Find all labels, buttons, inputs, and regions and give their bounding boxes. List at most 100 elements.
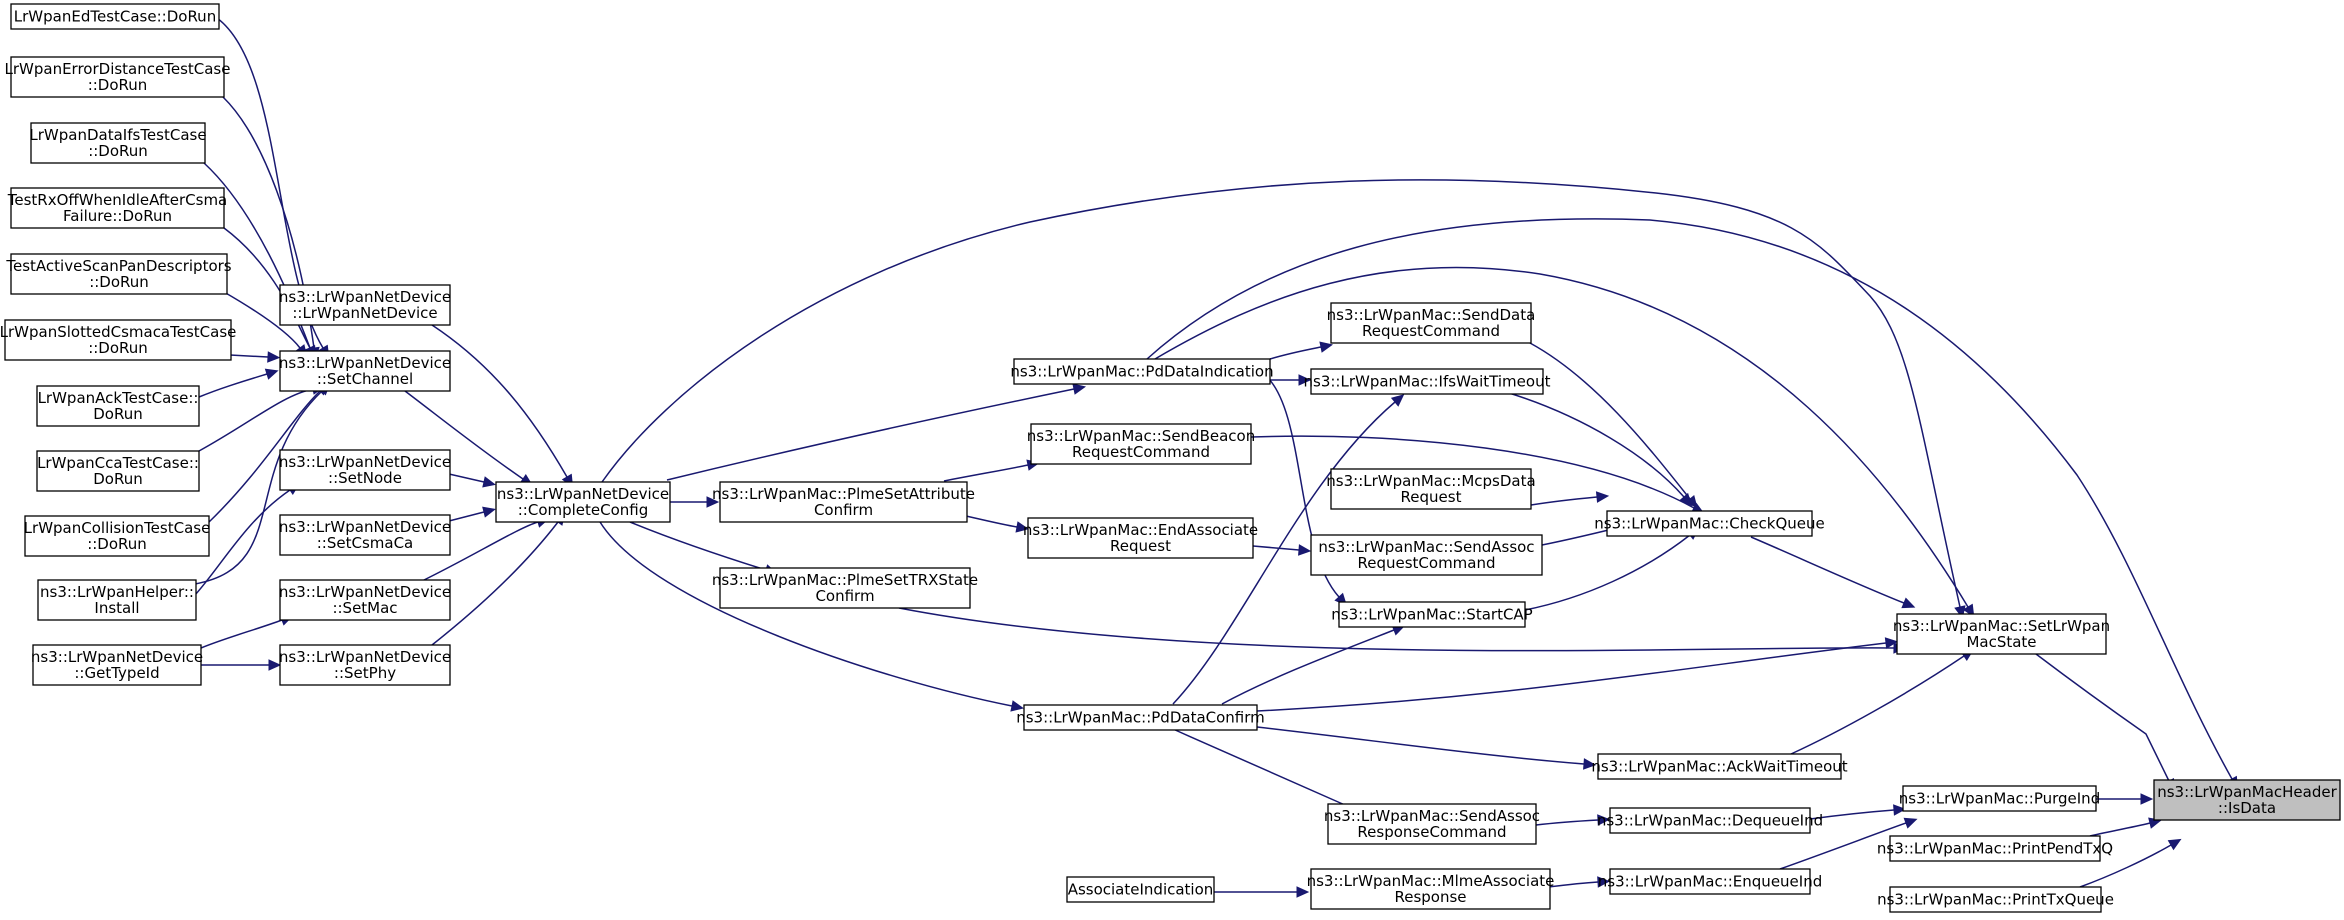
edge-line (1256, 642, 1887, 712)
node-label: ns3::LrWpanNetDevice (279, 354, 451, 372)
edge-setPhy-to-completeConfig (431, 512, 566, 646)
edge-ifsWaitTimeout-to-checkQueue (1508, 392, 1693, 507)
edge-line (1172, 728, 1355, 810)
arrowhead (1583, 758, 1597, 770)
arrowhead (482, 476, 496, 488)
arrowhead (1390, 394, 1405, 407)
edge-pdDataIndication-to-sendDataReq (1269, 341, 1333, 360)
node-box (1023, 704, 1258, 731)
node-dequeueInd[interactable]: ns3::LrWpanMac::DequeueInd (1597, 807, 1823, 834)
node-associateIndication[interactable]: AssociateIndication (1066, 876, 1215, 903)
node-setCsmaCa[interactable]: ns3::LrWpanNetDevice::SetCsmaCa (279, 514, 451, 556)
edge-line (1146, 218, 2233, 780)
node-startCAP[interactable]: ns3::LrWpanMac::StartCAP (1331, 601, 1533, 628)
node-label: ns3::LrWpanMac::PlmeSetTRXState (712, 571, 978, 589)
node-box (30, 122, 206, 164)
node-ackTest[interactable]: LrWpanAckTestCase::DoRun (36, 385, 200, 427)
arrowhead (268, 659, 282, 671)
node-label: ns3::LrWpanMac::SendData (1327, 306, 1536, 324)
edge-enqueueInd-to-purgeInd (1779, 817, 1918, 870)
edge-endAssocReq-to-sendAssocReq (1252, 544, 1312, 556)
node-label: Failure::DoRun (63, 207, 172, 225)
edge-line (2089, 822, 2151, 837)
node-label: ns3::LrWpanMac::PrintTxQueue (1877, 891, 2114, 909)
arrowhead (1298, 374, 1312, 386)
edge-line (1508, 392, 1685, 498)
arrowhead (706, 496, 720, 508)
edge-line (421, 521, 539, 582)
edge-ackTest-to-setChannel (198, 368, 279, 398)
node-label: ::SetNode (328, 469, 402, 487)
node-label: AssociateIndication (1068, 881, 1214, 899)
arrowhead (1296, 886, 1310, 898)
node-collisionTest[interactable]: LrWpanCollisionTestCase::DoRun (24, 515, 211, 557)
edge-completeConfig-to-plmeSetTrxConfirm (629, 521, 778, 576)
node-completeConfig[interactable]: ns3::LrWpanNetDevice::CompleteConfig (495, 481, 671, 523)
edge-line (1547, 881, 1599, 888)
edge-ackWaitTimeout-to-setLrWpanMacState (1790, 649, 1975, 755)
node-setPhy[interactable]: ns3::LrWpanNetDevice::SetPhy (279, 644, 451, 686)
edge-line (1250, 435, 1695, 509)
node-label: ns3::LrWpanMacHeader (2157, 783, 2337, 801)
node-enqueueInd[interactable]: ns3::LrWpanMac::EnqueueInd (1598, 868, 1822, 895)
node-helperInstall[interactable]: ns3::LrWpanHelper::Install (37, 579, 197, 621)
node-pdDataConfirm[interactable]: ns3::LrWpanMac::PdDataConfirm (1016, 704, 1265, 731)
edge-line (1524, 534, 1691, 611)
node-box (1609, 868, 1811, 895)
node-setChannel[interactable]: ns3::LrWpanNetDevice::SetChannel (279, 350, 451, 392)
node-ccaTest[interactable]: LrWpanCcaTestCase::DoRun (36, 450, 200, 492)
node-label: ns3::LrWpanNetDevice (279, 453, 451, 471)
node-label: ns3::LrWpanNetDevice (497, 485, 669, 503)
node-label: LrWpanDataIfsTestCase (29, 126, 206, 144)
node-setMac[interactable]: ns3::LrWpanNetDevice::SetMac (279, 579, 451, 621)
node-box (719, 567, 971, 609)
node-isData[interactable]: ns3::LrWpanMacHeader::IsData (2153, 779, 2341, 821)
node-ifsWaitTimeout[interactable]: ns3::LrWpanMac::IfsWaitTimeout (1304, 368, 1551, 395)
node-box (32, 644, 202, 686)
edge-line (1252, 545, 1300, 551)
edge-setNode-to-completeConfig (448, 473, 496, 488)
edge-plmeSetAttrConfirm-to-endAssocReq (965, 515, 1029, 533)
node-ackWaitTimeout[interactable]: ns3::LrWpanMac::AckWaitTimeout (1591, 753, 1848, 780)
node-label: ns3::LrWpanMac::SendAssoc (1324, 807, 1540, 825)
node-label: LrWpanCollisionTestCase (24, 519, 211, 537)
node-edTest[interactable]: LrWpanEdTestCase::DoRun (10, 3, 220, 30)
arrowhead (1893, 804, 1907, 816)
node-getTypeId[interactable]: ns3::LrWpanNetDevice::GetTypeId (31, 644, 203, 686)
edge-line (194, 489, 291, 596)
node-box (279, 514, 451, 556)
node-box (37, 579, 197, 621)
edge-line (629, 521, 767, 571)
node-ctorNetDevice[interactable]: ns3::LrWpanNetDevice::LrWpanNetDevice (279, 284, 451, 326)
edge-line (1530, 496, 1598, 506)
node-box (24, 515, 210, 557)
edge-line (431, 324, 568, 478)
node-label: ns3::LrWpanMac::PrintPendTxQ (1877, 840, 2113, 858)
node-printPendTxQ[interactable]: ns3::LrWpanMac::PrintPendTxQ (1877, 835, 2113, 862)
node-checkQueue[interactable]: ns3::LrWpanMac::CheckQueue (1594, 510, 1825, 537)
node-activeScanTest[interactable]: TestActiveScanPanDescriptors::DoRun (5, 253, 232, 295)
node-printTxQueue[interactable]: ns3::LrWpanMac::PrintTxQueue (1877, 886, 2114, 913)
node-label: Response (1394, 888, 1466, 906)
node-label: MacState (1966, 633, 2036, 651)
node-pdDataIndication[interactable]: ns3::LrWpanMac::PdDataIndication (1010, 358, 1274, 385)
node-setNode[interactable]: ns3::LrWpanNetDevice::SetNode (279, 449, 451, 491)
edge-sendAssocResp-to-dequeueInd (1535, 814, 1611, 826)
node-label: ::IsData (2218, 799, 2276, 817)
arrowhead (482, 506, 496, 518)
node-purgeInd[interactable]: ns3::LrWpanMac::PurgeInd (1899, 785, 2100, 812)
node-slottedTest[interactable]: LrWpanSlottedCsmacaTestCase::DoRun (0, 319, 236, 361)
node-errDistTest[interactable]: LrWpanErrorDistanceTestCase::DoRun (5, 56, 231, 98)
node-dataIfsTest[interactable]: LrWpanDataIfsTestCase::DoRun (29, 122, 207, 164)
